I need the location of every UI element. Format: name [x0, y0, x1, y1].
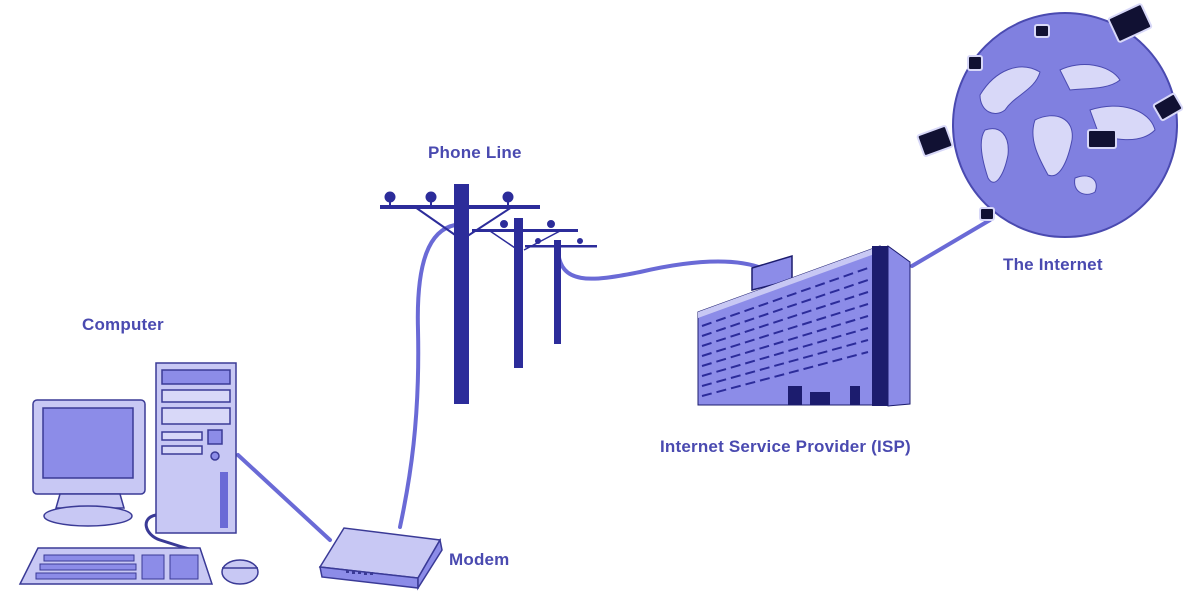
office-building-icon: [697, 245, 911, 407]
cable-computer-to-modem: [236, 453, 332, 542]
cable-pole-to-isp: [556, 248, 772, 281]
globe-with-computers-icon: [916, 3, 1184, 238]
telephone-pole-icon: [380, 184, 597, 404]
isp-label: Internet Service Provider (ISP): [660, 437, 911, 456]
internet-label: The Internet: [1003, 255, 1103, 274]
cable-modem-to-pole: [398, 223, 457, 529]
building-windows: [701, 267, 869, 397]
modem-label: Modem: [449, 550, 510, 569]
computer-label: Computer: [82, 315, 164, 334]
network-computers: [916, 3, 1184, 221]
modem-icon: [318, 527, 443, 591]
phone-line-label: Phone Line: [428, 143, 522, 162]
cable-isp-to-internet: [910, 218, 992, 268]
desktop-computer-icon: [18, 362, 259, 585]
cables: [236, 218, 992, 542]
